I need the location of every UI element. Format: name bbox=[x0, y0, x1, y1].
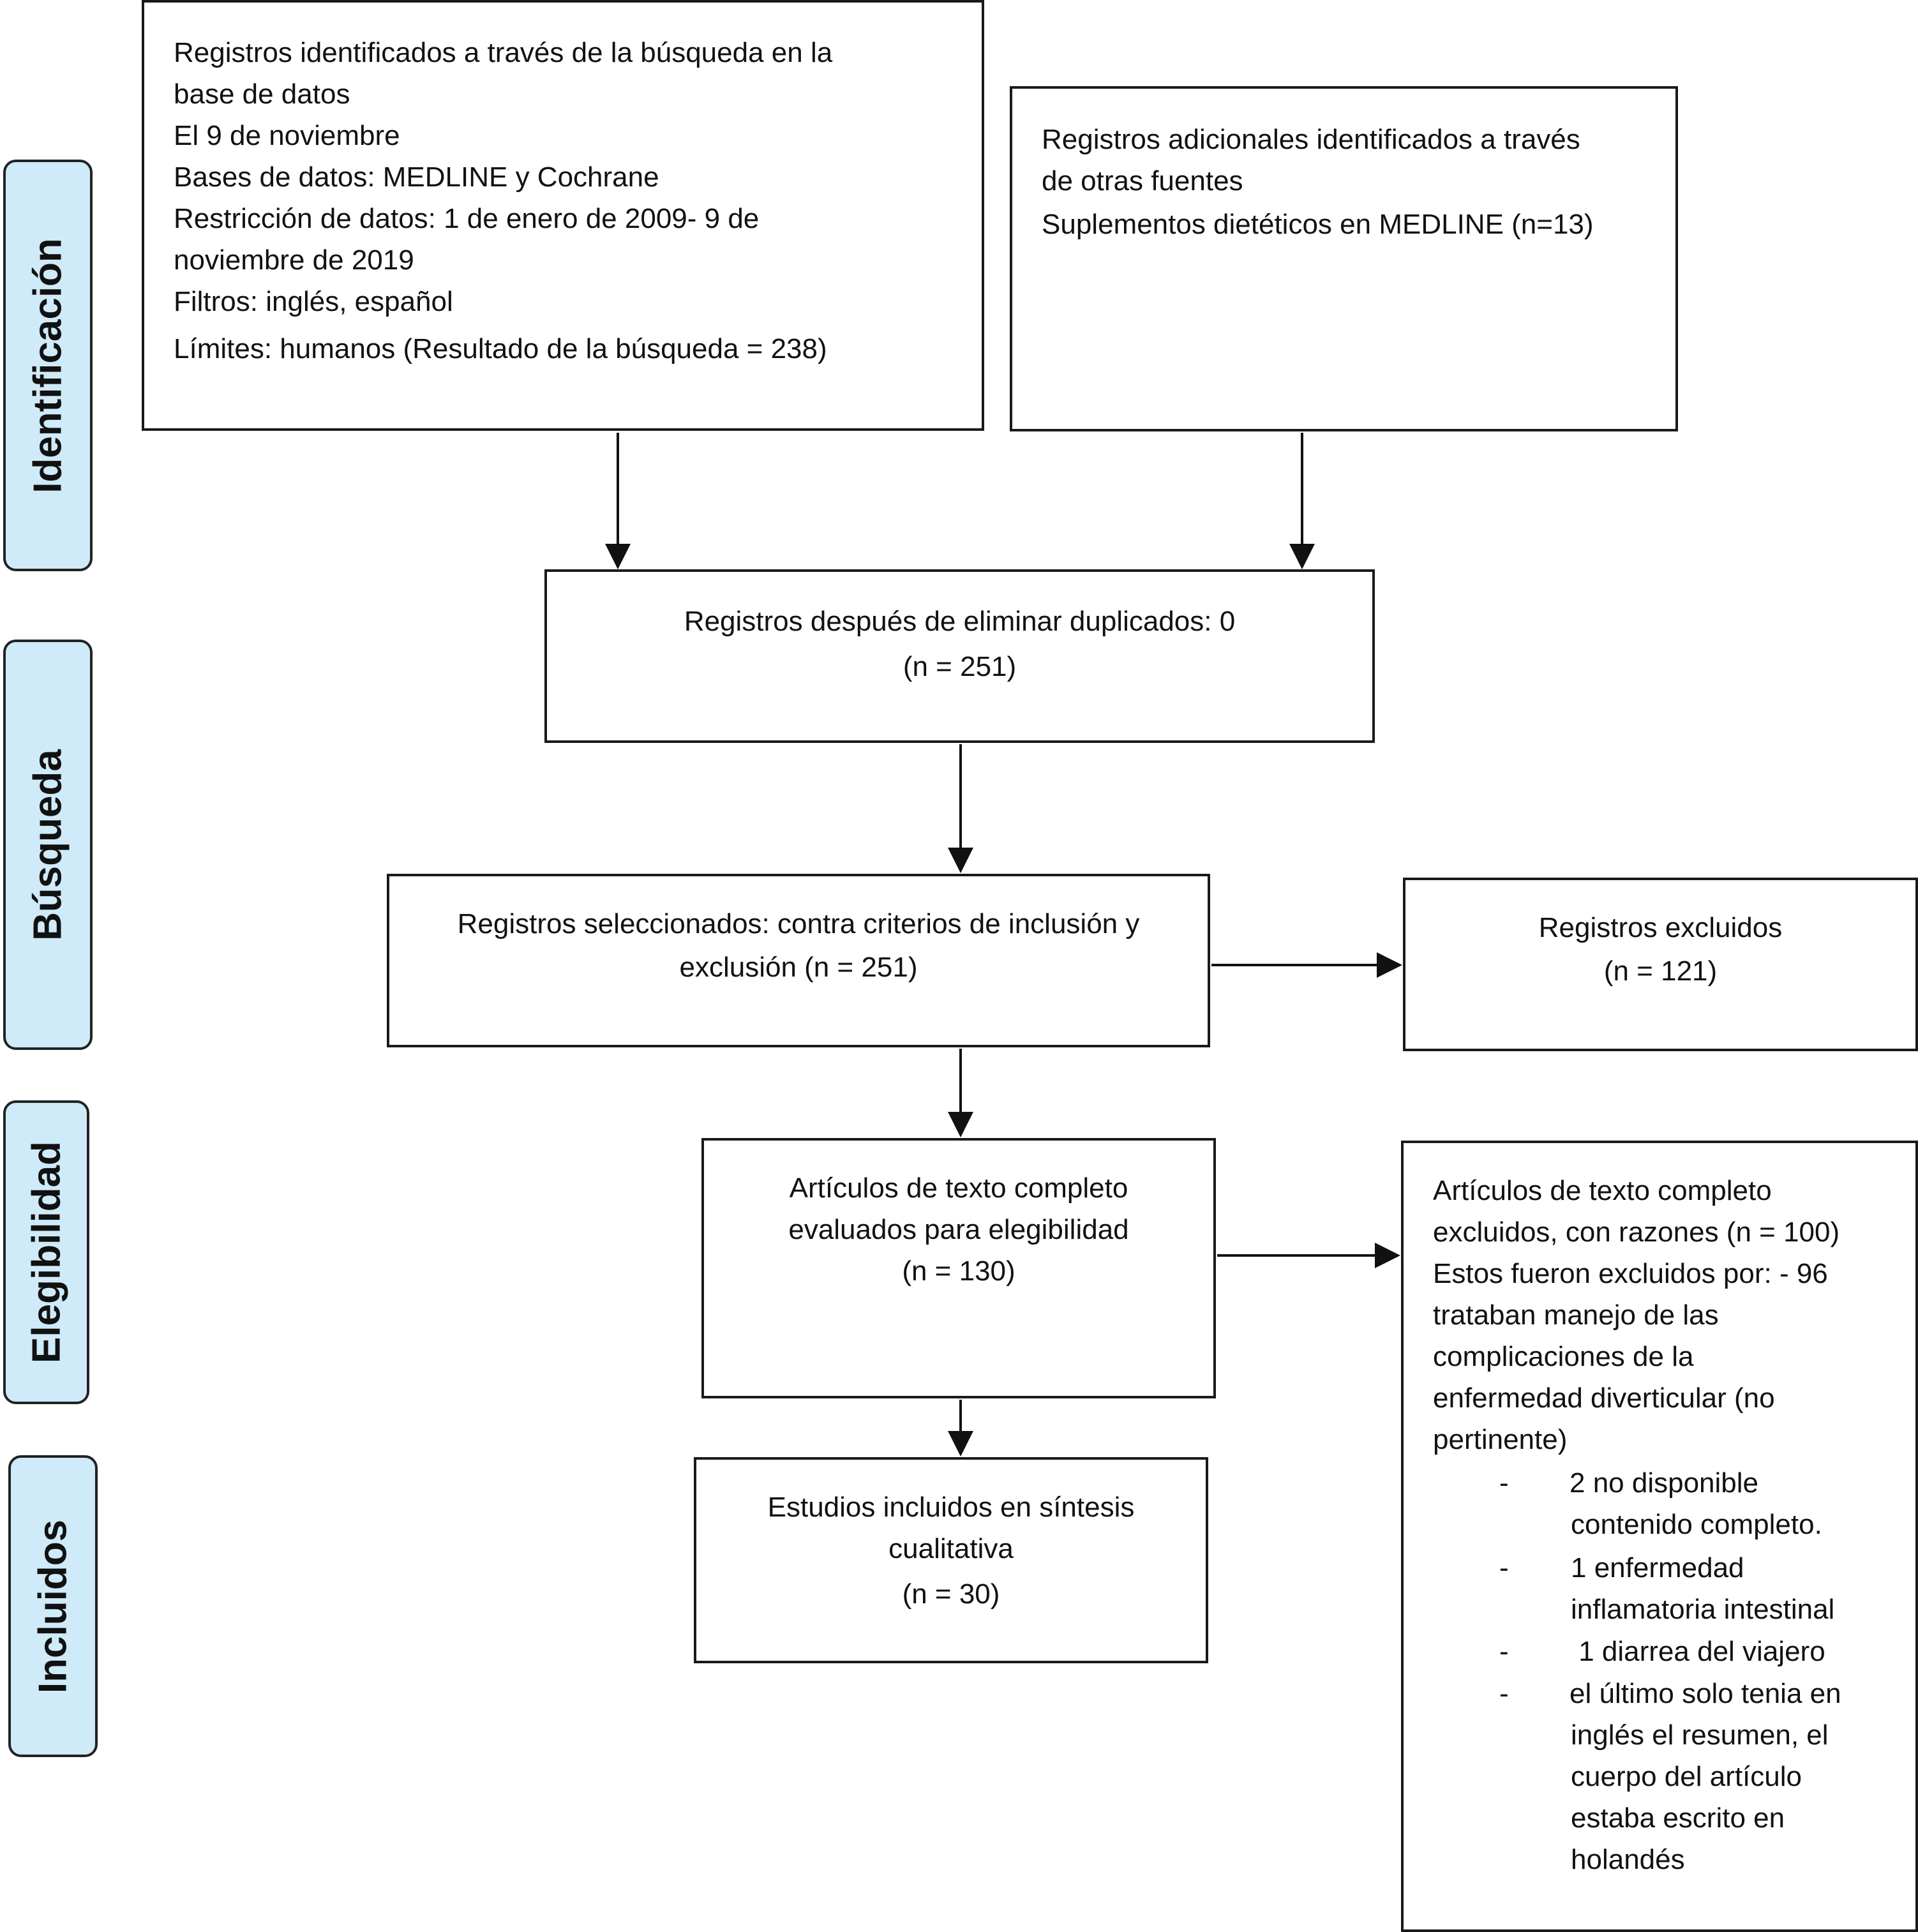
fulltext-assessed-box: Artículos de texto completo evaluados pa… bbox=[701, 1138, 1216, 1398]
duplicates-removed-box: Registros después de eliminar duplicados… bbox=[544, 569, 1375, 743]
database-line-5: Restricción de datos: 1 de enero de 2009… bbox=[174, 203, 760, 234]
fulltext-line-1: Artículos de texto completo bbox=[789, 1172, 1128, 1204]
database-line-6: noviembre de 2019 bbox=[174, 244, 414, 276]
included-line-3: (n = 30) bbox=[902, 1578, 1000, 1610]
excluded-line-1: Registros excluidos bbox=[1538, 912, 1783, 943]
records-excluded-box: Registros excluidos (n = 121) bbox=[1403, 878, 1918, 1051]
additional-line-1: Registros adicionales identificados a tr… bbox=[1042, 124, 1580, 155]
database-line-2: base de datos bbox=[174, 79, 350, 110]
bullet-4-line-5: holandés bbox=[1571, 1844, 1685, 1875]
bullet-dash-2: - bbox=[1499, 1552, 1509, 1584]
database-search-box: Registros identificados a través de la b… bbox=[142, 0, 984, 431]
bullet-1-line-1: 2 no disponible bbox=[1570, 1467, 1759, 1499]
fulltext-excluded-box: Artículos de texto completo excluidos, c… bbox=[1401, 1141, 1918, 1932]
database-line-1: Registros identificados a través de la b… bbox=[174, 37, 833, 68]
fulltext-excluded-line-6: enfermedad diverticular (no bbox=[1433, 1382, 1775, 1414]
stage-busqueda: Búsqueda bbox=[3, 640, 93, 1050]
fulltext-line-3: (n = 130) bbox=[902, 1255, 1015, 1287]
additional-line-3: Suplementos dietéticos en MEDLINE (n=13) bbox=[1042, 209, 1594, 240]
screened-line-2: exclusión (n = 251) bbox=[679, 952, 918, 983]
fulltext-excluded-line-5: complicaciones de la bbox=[1433, 1341, 1694, 1372]
stage-incluidos: Incluidos bbox=[8, 1455, 98, 1757]
fulltext-excluded-line-2: excluidos, con razones (n = 100) bbox=[1433, 1217, 1840, 1248]
duplicates-line-1: Registros después de eliminar duplicados… bbox=[684, 606, 1236, 637]
fulltext-excluded-line-1: Artículos de texto completo bbox=[1433, 1175, 1772, 1206]
bullet-dash-4: - bbox=[1499, 1678, 1509, 1709]
fulltext-excluded-line-7: pertinente) bbox=[1433, 1424, 1568, 1455]
bullet-4-line-4: estaba escrito en bbox=[1571, 1802, 1785, 1834]
included-studies-box: Estudios incluidos en síntesis cualitati… bbox=[694, 1457, 1208, 1663]
duplicates-line-2: (n = 251) bbox=[903, 651, 1017, 682]
bullet-3-line-1: 1 diarrea del viajero bbox=[1571, 1636, 1825, 1667]
fulltext-line-2: evaluados para elegibilidad bbox=[788, 1214, 1129, 1245]
bullet-1-line-2: contenido completo. bbox=[1571, 1509, 1822, 1540]
excluded-line-2: (n = 121) bbox=[1603, 955, 1718, 987]
stage-identificacion: Identificación bbox=[3, 160, 93, 571]
fulltext-excluded-line-3: Estos fueron excluidos por: - 96 bbox=[1433, 1258, 1828, 1289]
fulltext-excluded-line-4: trataban manejo de las bbox=[1433, 1299, 1719, 1331]
bullet-4-line-1: el último solo tenia en bbox=[1570, 1678, 1841, 1709]
database-line-8: Límites: humanos (Resultado de la búsque… bbox=[174, 333, 827, 364]
database-line-3: El 9 de noviembre bbox=[174, 120, 400, 151]
included-line-2: cualitativa bbox=[888, 1533, 1014, 1564]
database-line-4: Bases de datos: MEDLINE y Cochrane bbox=[174, 161, 659, 193]
screened-line-1: Registros seleccionados: contra criterio… bbox=[457, 908, 1140, 940]
bullet-2-line-2: inflamatoria intestinal bbox=[1571, 1594, 1835, 1625]
bullet-dash-3: - bbox=[1499, 1636, 1509, 1667]
records-screened-box: Registros seleccionados: contra criterio… bbox=[387, 874, 1210, 1047]
bullet-dash-1: - bbox=[1499, 1467, 1509, 1499]
bullet-4-line-2: inglés el resumen, el bbox=[1571, 1719, 1829, 1751]
bullet-2-line-1: 1 enfermedad bbox=[1571, 1552, 1744, 1584]
database-line-7: Filtros: inglés, español bbox=[174, 286, 453, 317]
included-line-1: Estudios incluidos en síntesis bbox=[767, 1492, 1135, 1523]
bullet-4-line-3: cuerpo del artículo bbox=[1571, 1761, 1802, 1792]
additional-sources-box: Registros adicionales identificados a tr… bbox=[1010, 86, 1678, 431]
additional-line-2: de otras fuentes bbox=[1042, 165, 1243, 197]
stage-elegibilidad: Elegibilidad bbox=[3, 1100, 89, 1404]
